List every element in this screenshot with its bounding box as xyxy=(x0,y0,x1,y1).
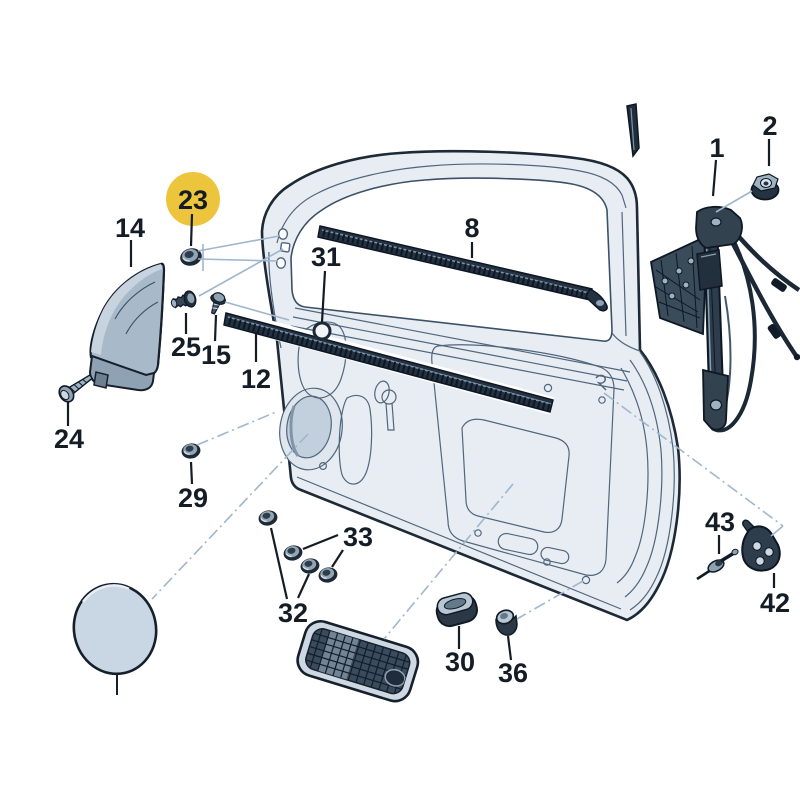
part-label-36: 36 xyxy=(498,658,528,688)
callout-43[interactable]: 43 xyxy=(705,507,735,554)
clip-33b xyxy=(316,565,340,585)
part-label-12: 12 xyxy=(241,364,271,394)
regulator-top-mount xyxy=(695,205,743,249)
callout-33[interactable]: 33 xyxy=(302,522,373,568)
window-slot-seal-inner xyxy=(223,309,555,415)
part-label-30: 30 xyxy=(445,647,475,677)
grommet-31 xyxy=(312,321,332,341)
callout-29[interactable]: 29 xyxy=(178,461,208,513)
mirror-mount-holes xyxy=(275,228,291,269)
part-label-24: 24 xyxy=(54,424,84,454)
part-label-42: 42 xyxy=(760,588,790,618)
regulator-nut xyxy=(750,173,780,201)
buffer-30 xyxy=(435,592,478,628)
part-label-23: 23 xyxy=(178,185,208,215)
highlight-circle xyxy=(166,172,220,226)
regulator-plate-holes xyxy=(661,257,695,300)
trim-screw-24 xyxy=(58,374,94,403)
callout-15[interactable]: 15 xyxy=(201,314,231,370)
callout-42[interactable]: 42 xyxy=(760,573,790,618)
leader-line xyxy=(302,533,339,551)
leader-line xyxy=(189,461,194,485)
callout-23-highlighted[interactable]: 23 xyxy=(166,172,220,247)
window-guide-rail xyxy=(626,103,640,158)
panel-stampings xyxy=(279,321,615,585)
clip-32b xyxy=(298,556,322,576)
mirror-trim-triangle xyxy=(88,262,166,392)
callout-14[interactable]: 14 xyxy=(115,213,145,267)
regulator-plate xyxy=(650,234,708,336)
part-label-32: 32 xyxy=(278,598,308,628)
leader-line xyxy=(269,527,289,600)
leader-line xyxy=(506,635,513,661)
callout-31[interactable]: 31 xyxy=(311,242,341,323)
wedge-plate-42 xyxy=(741,519,781,572)
callout-8[interactable]: 8 xyxy=(464,213,480,258)
callout-24[interactable]: 24 xyxy=(54,402,84,454)
assembly-leader-lines xyxy=(151,190,784,640)
window-regulator xyxy=(650,205,800,433)
part-label-14: 14 xyxy=(115,213,145,243)
callout-12[interactable]: 12 xyxy=(241,332,271,394)
leader-line xyxy=(189,213,194,247)
frame-contours xyxy=(268,163,675,611)
callout-25[interactable]: 25 xyxy=(171,313,201,362)
part-label-29: 29 xyxy=(178,483,208,513)
mirror-glass xyxy=(72,582,158,695)
window-slot-seal-outer xyxy=(317,223,608,312)
screw-15 xyxy=(210,292,227,315)
part-label-43: 43 xyxy=(705,507,735,537)
clip-33a xyxy=(281,543,305,563)
leader-line xyxy=(297,573,310,599)
part-label-15: 15 xyxy=(201,340,231,370)
leader-line xyxy=(711,159,718,197)
rivet-43 xyxy=(696,548,739,581)
buffer-36 xyxy=(495,609,518,636)
leader-line xyxy=(320,270,327,323)
part-label-25: 25 xyxy=(171,332,201,362)
part-label-1: 1 xyxy=(709,133,724,163)
leader-line xyxy=(331,549,344,568)
callout-1[interactable]: 1 xyxy=(709,133,725,197)
clip-32a xyxy=(256,508,280,528)
part-label-33: 33 xyxy=(343,522,373,552)
part-label-2: 2 xyxy=(762,111,777,141)
push-nut-23 xyxy=(177,245,205,269)
part-label-31: 31 xyxy=(311,242,341,272)
callout-2[interactable]: 2 xyxy=(762,111,778,166)
grille-mesh xyxy=(305,628,411,695)
callouts: 14 23 25 15 12 24 29 31 xyxy=(54,111,790,688)
speaker-grille xyxy=(296,619,420,703)
part-label-8: 8 xyxy=(464,213,479,243)
leader-line xyxy=(213,314,218,342)
expanding-nut-25 xyxy=(170,290,197,309)
callout-30[interactable]: 30 xyxy=(445,626,475,677)
callout-36[interactable]: 36 xyxy=(498,635,528,688)
callout-32[interactable]: 32 xyxy=(269,527,310,628)
